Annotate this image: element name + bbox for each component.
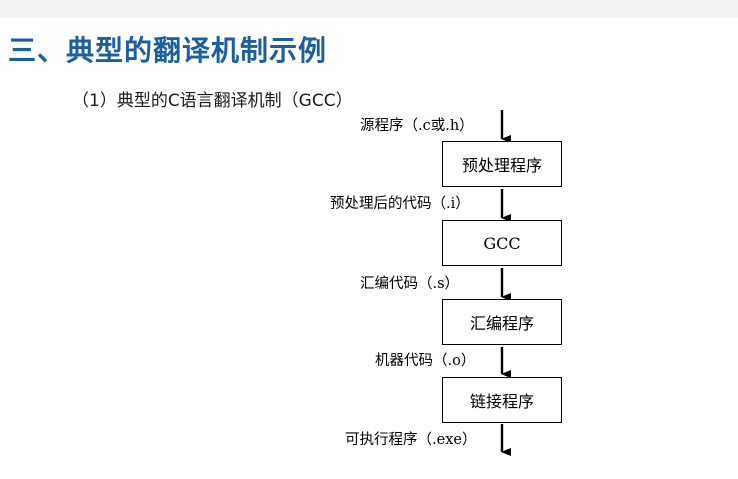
box-assembler: 汇编程序 (442, 299, 562, 345)
box-preprocessor: 预处理程序 (442, 141, 562, 187)
top-bar (0, 0, 738, 18)
page-subtitle: （1）典型的C语言翻译机制（GCC） (72, 91, 353, 111)
box-gcc: GCC (442, 220, 562, 266)
flow-label-machine-code: 机器代码（.o） (375, 353, 476, 369)
page-title: 三、典型的翻译机制示例 (8, 34, 328, 67)
flow-label-preprocessed: 预处理后的代码（.i） (330, 196, 470, 212)
flow-label-assembly: 汇编代码（.s） (360, 276, 460, 292)
flow-label-source: 源程序（.c或.h） (360, 118, 474, 134)
box-linker: 链接程序 (442, 377, 562, 423)
flow-label-executable: 可执行程序（.exe） (345, 432, 477, 448)
